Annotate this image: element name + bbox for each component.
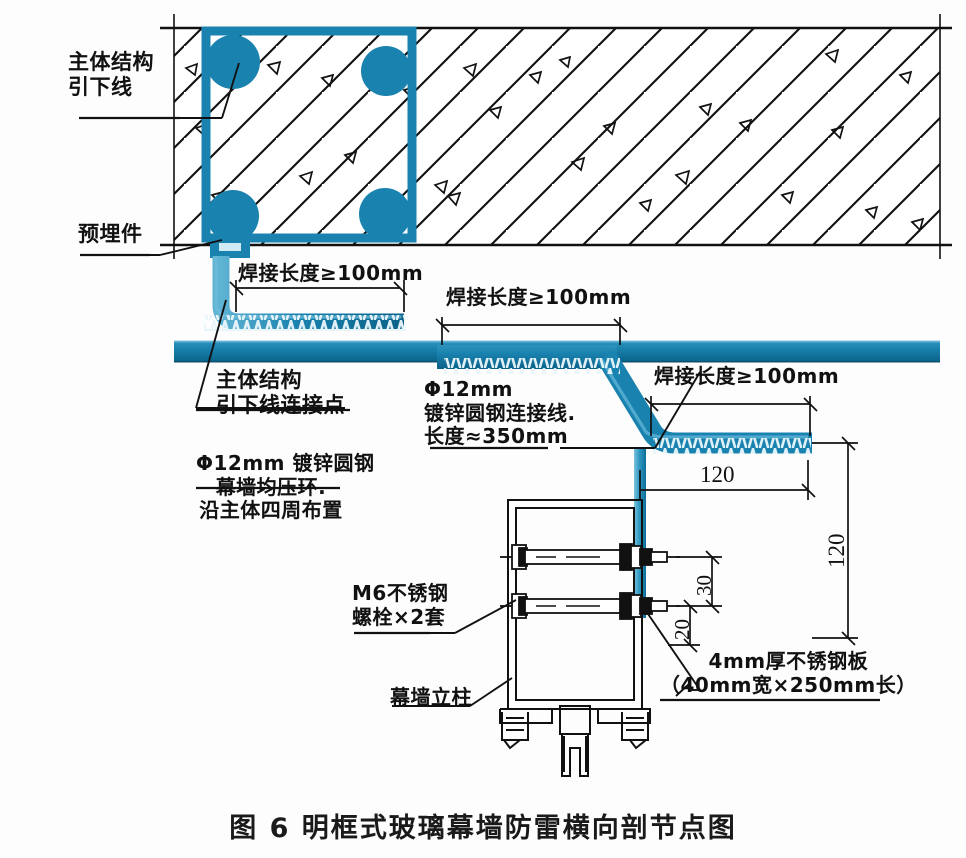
dimension-stack-30: 30 [692,575,716,596]
dimension-stack-20: 20 [670,619,694,640]
dimension-horizontal-120: 120 [700,462,735,487]
dimension-lines [229,280,858,653]
concrete-slab [160,14,952,259]
label-m6-bolt: M6不锈钢 螺栓×2套 [352,581,449,629]
label-embedded-part: 预埋件 [78,222,143,246]
bolt-assembly-lower [500,592,680,620]
weld-bead-3 [653,438,811,454]
weld-bead-1 [204,315,408,331]
label-connecting-wire: Φ12mm 镀锌圆钢连接线. 长度≈350mm [424,377,576,449]
label-downlead-connection-point: 主体结构 引下线连接点 [216,368,345,417]
label-equipotential-ring: Φ12mm 镀锌圆钢 幕墙均压环. 沿主体四周布置 [196,451,375,523]
label-steel-plate: 4mm厚不锈钢板 （40mm宽×250mm长） [660,649,917,697]
label-weld-length-1: 焊接长度≥100mm [238,261,424,285]
label-weld-length-2: 焊接长度≥100mm [446,285,632,309]
label-main-structure-downlead: 主体结构 引下线 [68,50,154,99]
mullion-profile [499,499,651,777]
bolt-assembly-upper [500,543,680,571]
label-weld-length-3: 焊接长度≥100mm [654,364,840,388]
label-underlines [79,116,880,702]
label-mullion: 幕墙立柱 [390,685,472,709]
weld-bead-2 [444,358,620,374]
figure-title: 图 6 明框式玻璃幕墙防雷横向剖节点图 [229,813,737,844]
dimension-vertical-120: 120 [824,533,849,569]
rebar-cage [201,26,417,243]
concrete-aggregate-marks [184,48,925,232]
